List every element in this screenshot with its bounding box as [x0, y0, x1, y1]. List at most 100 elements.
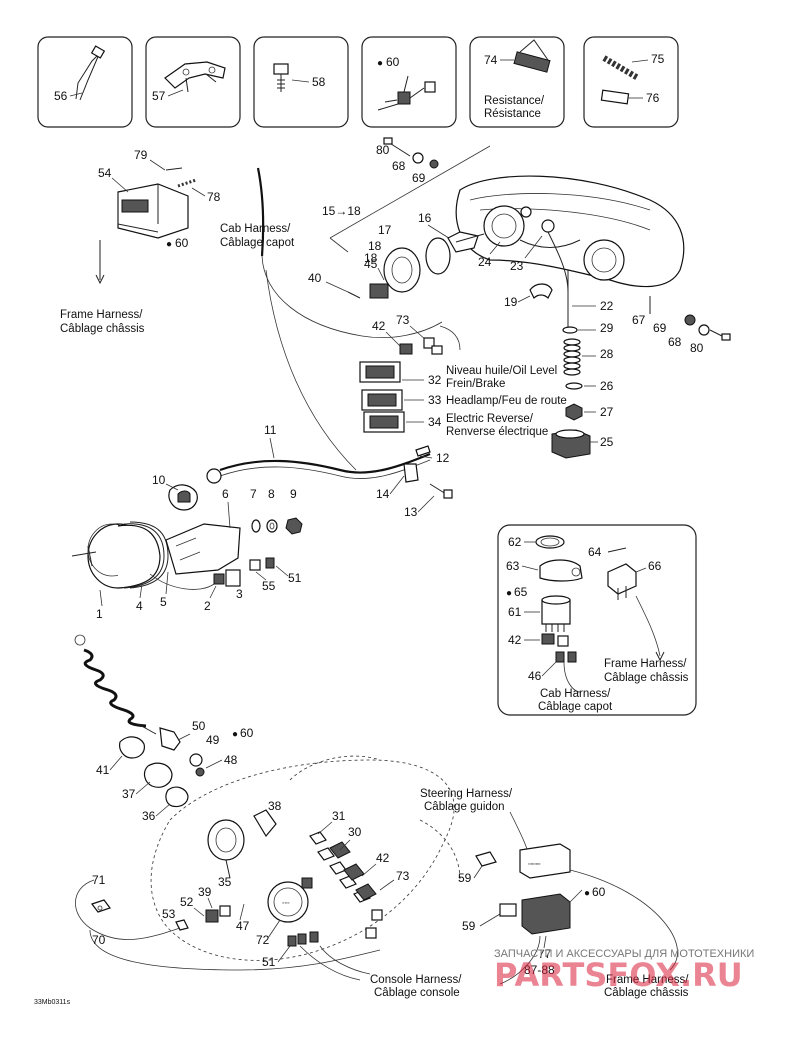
part-number-17: 17 [378, 223, 392, 237]
frame-harness-label-3-line2: Câblage châssis [604, 987, 689, 999]
part-number-11: 11 [264, 423, 277, 437]
box-74-76: 74 Resistance/ Résistance [469, 36, 565, 128]
part-number-39: 39 [198, 885, 212, 899]
part-number-75: 75 [651, 52, 665, 66]
box-58: 58 [253, 36, 349, 128]
gauge-1 [71, 521, 169, 589]
oil-level-label-line2: Frein/Brake [446, 378, 505, 390]
part-number-18a: 18 [364, 251, 378, 265]
part-number-37: 37 [122, 787, 136, 801]
module-87-88-lower [499, 893, 571, 935]
part-number-30: 30 [348, 825, 362, 839]
part-number-42c: 42 [376, 851, 390, 865]
part-number-19: 19 [504, 295, 518, 309]
part-number-5: 5 [160, 595, 167, 609]
part-number-58: 58 [312, 75, 326, 89]
part-number-7: 7 [250, 487, 257, 501]
part-number-57: 57 [152, 89, 166, 103]
part-number-46: 46 [528, 669, 542, 683]
part-number-59b: 59 [462, 919, 476, 933]
part-number-2: 2 [204, 599, 211, 613]
watermark-tagline: ЗАПЧАСТИ И АКСЕССУАРЫ ДЛЯ МОТОТЕХНИКИ [494, 948, 754, 960]
part-number-51b: 51 [262, 955, 276, 969]
part-number-13: 13 [404, 505, 418, 519]
part-number-24: 24 [478, 255, 492, 269]
part-number-79: 79 [134, 148, 148, 162]
part-number-73b: 73 [396, 869, 410, 883]
part-number-68a: 68 [392, 159, 406, 173]
part-number-78: 78 [207, 190, 221, 204]
switch-cluster [301, 831, 383, 939]
part-number-76: 76 [646, 91, 660, 105]
part-number-60b: 60 [175, 236, 189, 250]
box-75-76: 75 76 [583, 36, 679, 128]
drop-icon-60c: ● [232, 729, 238, 740]
part-number-77: 77 [538, 947, 552, 961]
part-number-72: 72 [256, 933, 270, 947]
part-number-70: 70 [92, 933, 106, 947]
part-number-3: 3 [236, 587, 243, 601]
part-number-36: 36 [142, 809, 156, 823]
switch-33 [361, 389, 403, 411]
part-number-69a: 69 [412, 171, 426, 185]
frame-harness-label-2-line2: Câblage châssis [604, 672, 689, 684]
part-number-41: 41 [96, 763, 110, 777]
part-number-10: 10 [152, 473, 166, 487]
part-number-73a: 73 [396, 313, 410, 327]
part-number-51a: 51 [288, 571, 302, 585]
drop-icon-60d: ● [584, 888, 590, 899]
part-number-66: 66 [648, 559, 662, 573]
part-number-40: 40 [308, 271, 322, 285]
part-number-60a: 60 [386, 55, 400, 69]
watermark-brand: PARTSFOX.RU [494, 956, 743, 994]
headlamp-assembly [329, 145, 685, 322]
resistance-label-line1: Resistance/ [484, 95, 545, 107]
console-outline [150, 755, 461, 961]
part-number-38: 38 [268, 799, 282, 813]
part-range-15-18: 15→18 [322, 204, 361, 218]
cab-harness-label-2-line1: Cab Harness/ [540, 688, 611, 700]
frame-harness-label-2-line1: Frame Harness/ [604, 658, 687, 670]
part-number-16: 16 [418, 211, 432, 225]
box-60: ● 60 [361, 36, 457, 128]
spring-28 [563, 338, 581, 376]
part-number-49: 49 [206, 733, 220, 747]
part-number-25: 25 [600, 435, 614, 449]
part-number-18b: 18 [368, 239, 382, 253]
dial-face: ◦◦◦ [282, 900, 289, 907]
part-number-56: 56 [54, 89, 68, 103]
steering-harness-label-line2: Câblage guidon [424, 801, 505, 813]
part-number-26: 26 [600, 379, 614, 393]
part-number-23: 23 [510, 259, 524, 273]
part-number-42a: 42 [372, 319, 386, 333]
ignition-35 [207, 819, 245, 879]
drop-icon-60b: ● [166, 239, 172, 250]
part-number-87-88: 87-88 [524, 963, 555, 977]
cab-harness-label-1-line1: Cab Harness/ [220, 223, 291, 235]
part-number-80a: 80 [376, 143, 390, 157]
reverse-label-line2: Renverse électrique [446, 426, 548, 438]
part-number-22: 22 [600, 299, 614, 313]
reverse-label-line1: Electric Reverse/ [446, 413, 534, 425]
frame-harness-label-3-line1: Frame Harness/ [606, 974, 689, 986]
inset-box-right: 62 63 64 66 ● 65 61 42 46 [497, 524, 697, 716]
part-number-59a: 59 [458, 871, 472, 885]
part-number-48: 48 [224, 753, 238, 767]
cab-harness-label-2-line2: Câblage capot [538, 701, 613, 713]
cab-harness-label-1-line2: Câblage capot [220, 237, 295, 249]
switch-34 [363, 411, 405, 433]
drop-icon: ● [377, 58, 383, 69]
part-number-1: 1 [96, 607, 103, 621]
part-number-33: 33 [428, 393, 442, 407]
part-number-53: 53 [162, 907, 176, 921]
part-number-6: 6 [222, 487, 229, 501]
module-pins: ▫▫▫▫▫ [528, 861, 540, 868]
part-number-35: 35 [218, 875, 232, 889]
part-number-28: 28 [600, 347, 614, 361]
part-number-54: 54 [98, 166, 112, 180]
part-number-63: 63 [506, 559, 520, 573]
part-number-65: 65 [514, 585, 528, 599]
console-harness-label-line1: Console Harness/ [370, 974, 462, 986]
